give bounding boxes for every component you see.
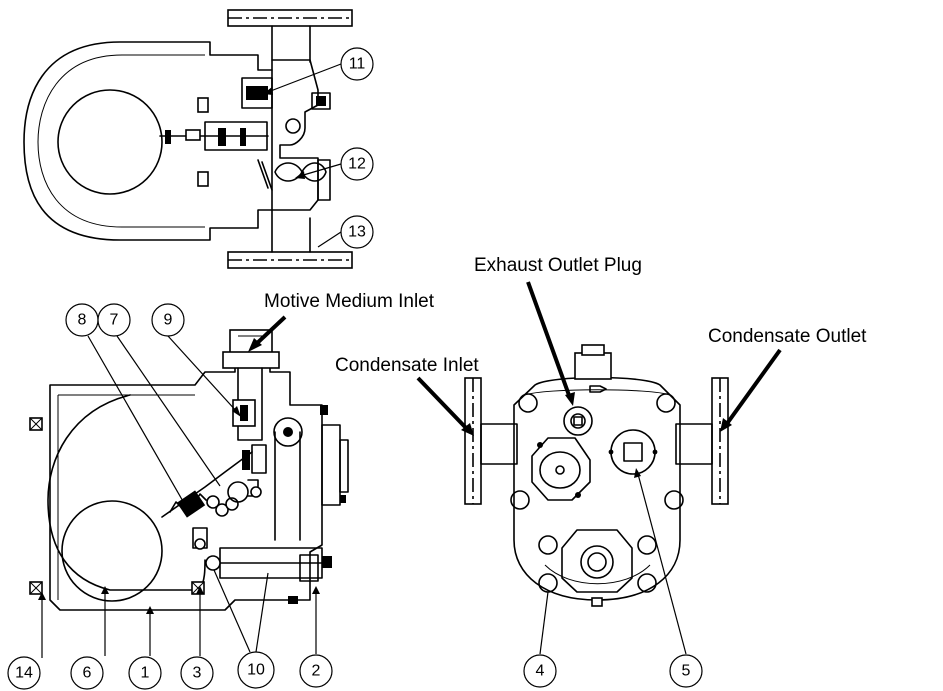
top-view-body-inner bbox=[37, 54, 205, 228]
callout-arrows bbox=[248, 281, 782, 436]
balloon-2-label: 2 bbox=[312, 663, 321, 680]
top-view-float bbox=[57, 89, 163, 195]
balloon-13-label: 13 bbox=[348, 224, 366, 241]
balloon-4: 4 bbox=[523, 654, 557, 688]
side-top-boss bbox=[574, 352, 612, 380]
balloon-7-label: 7 bbox=[110, 312, 119, 329]
balloon-12: 12 bbox=[340, 147, 374, 181]
balloon-14: 14 bbox=[7, 656, 41, 690]
balloon-1-label: 1 bbox=[141, 665, 150, 682]
top-view bbox=[23, 9, 353, 269]
balloon-5-label: 5 bbox=[682, 663, 691, 680]
balloon-8-label: 8 bbox=[78, 312, 87, 329]
balloon-2: 2 bbox=[299, 654, 333, 688]
top-view-body bbox=[23, 41, 273, 241]
exhaust-outlet-plug bbox=[563, 406, 593, 436]
side-right-cap bbox=[610, 429, 656, 475]
top-valve-body bbox=[271, 59, 319, 211]
motive-medium-inlet-label: Motive Medium Inlet bbox=[264, 291, 435, 312]
balloon-14-label: 14 bbox=[15, 665, 33, 682]
balloon-8: 8 bbox=[65, 303, 99, 337]
balloon-12-label: 12 bbox=[348, 156, 366, 173]
front-view bbox=[29, 329, 349, 611]
balloon-13: 13 bbox=[340, 215, 374, 249]
balloon-11: 11 bbox=[340, 47, 374, 81]
exhaust-outlet-plug-label: Exhaust Outlet Plug bbox=[474, 255, 642, 276]
condensate-inlet-label: Condensate Inlet bbox=[335, 355, 479, 376]
balloon-4-label: 4 bbox=[536, 663, 545, 680]
front-view-float bbox=[61, 500, 163, 602]
balloon-7: 7 bbox=[97, 303, 131, 337]
balloon-3-label: 3 bbox=[193, 665, 202, 682]
balloon-9-label: 9 bbox=[164, 312, 173, 329]
balloon-6: 6 bbox=[70, 656, 104, 690]
balloon-3: 3 bbox=[180, 656, 214, 690]
balloon-10-label: 10 bbox=[247, 662, 265, 679]
leader-lines bbox=[38, 63, 687, 658]
front-view-body bbox=[49, 351, 323, 611]
balloon-5: 5 bbox=[669, 654, 703, 688]
front-view-shell bbox=[47, 394, 206, 591]
balloon-1: 1 bbox=[128, 656, 162, 690]
side-view bbox=[464, 344, 729, 607]
balloon-11-label: 11 bbox=[349, 56, 366, 73]
balloon-6-label: 6 bbox=[83, 665, 92, 682]
balloon-9: 9 bbox=[151, 303, 185, 337]
condensate-outlet-label: Condensate Outlet bbox=[708, 326, 867, 347]
balloon-10: 10 bbox=[237, 651, 275, 689]
